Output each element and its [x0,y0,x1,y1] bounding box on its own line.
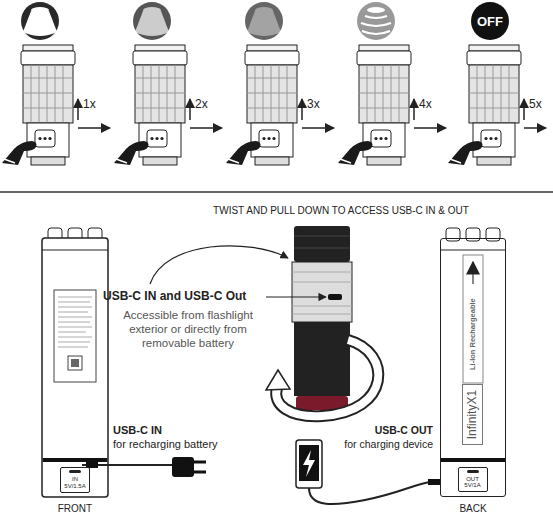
twist-arrow [266,340,378,416]
node-text: Li-Ion Rechargeable [468,298,476,370]
port-box: IN 5V/1.5A [60,467,90,493]
press-count: 5x [529,97,542,111]
brand-box: InfinityX1 [462,384,483,445]
mode-icon-high [21,2,59,40]
label-text: for charging device [344,438,433,451]
press-count: 3x [307,97,320,111]
label-text: TWIST AND PULL DOWN TO ACCESS USB-C IN &… [213,205,469,217]
divider [0,191,553,193]
label-text: USB-C OUT [375,424,433,437]
flashlight-tail [2,45,521,165]
node-text: InfinityX1 [466,390,479,439]
leader-line [266,296,326,297]
mode-icon-medium [133,2,171,40]
charger-plug [82,457,206,477]
label-text: for recharging battery [113,438,218,451]
battery-front [42,228,108,497]
off-circle: OFF [471,2,509,40]
label-text: USB-C IN [113,424,162,437]
mode-icon-low [245,2,283,40]
node-text: IN 5V/1.5A [63,476,87,490]
node-text: OFF [477,14,503,29]
battery-back: Li-Ion RechargeableInfinityX1OUT 5V/1A [440,238,506,497]
press-count: 1x [83,97,96,111]
press-count: 2x [195,97,208,111]
label-text: BACK [459,503,486,515]
label-text: Accessible from flashlight exterior or d… [110,309,266,350]
callout-arrow [150,246,288,284]
port-box: OUT 5V/1A [458,467,488,493]
label-text: FRONT [58,503,92,515]
mode-icon-strobe [357,2,395,40]
battery-back [441,228,505,473]
label-text: USB-C IN and USB-C Out [103,289,246,303]
press-count: 4x [419,97,432,111]
node-text: OUT 5V/1A [461,476,485,490]
flashlight-body [292,226,352,410]
